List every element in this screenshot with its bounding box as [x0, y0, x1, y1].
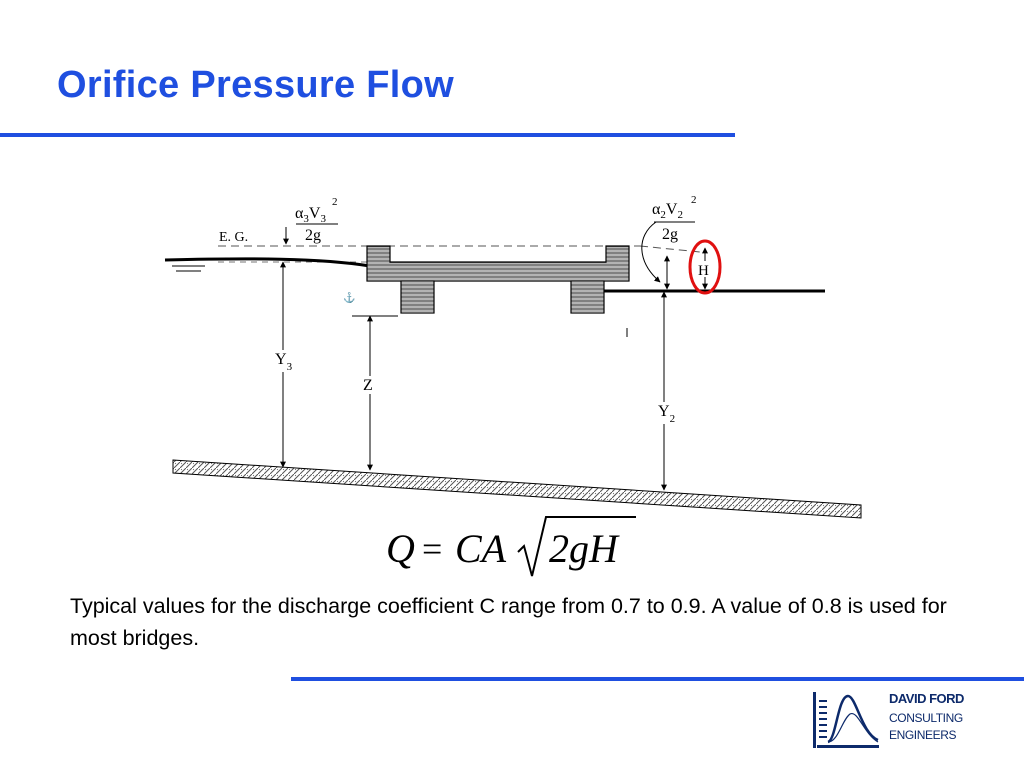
discharge-coefficient-note: Typical values for the discharge coeffic… — [70, 594, 947, 650]
orifice-flow-diagram: ⚓ E. G. α3V3 2 2g α2V2 2 2g H Y3 — [164, 194, 862, 577]
head-label: H — [698, 263, 709, 279]
equation-equals: = — [422, 529, 442, 569]
downstream-depth-label: Y — [658, 403, 670, 420]
svg-text:2g: 2g — [662, 226, 678, 243]
downstream-depth-dimension: Y2 — [656, 291, 682, 491]
head-difference: H — [688, 239, 722, 295]
equation-lhs: Q — [386, 526, 415, 571]
svg-text:Y3: Y3 — [275, 351, 293, 373]
equation-coefficient: CA — [455, 526, 507, 571]
square-root-sign — [517, 516, 636, 577]
svg-text:2g: 2g — [305, 227, 321, 244]
bridge-structure — [366, 245, 630, 314]
footer-rule — [291, 677, 1024, 681]
hydrograph-logo-icon — [813, 692, 879, 748]
svg-text:α3V3: α3V3 — [295, 205, 326, 225]
svg-text:Y2: Y2 — [658, 403, 675, 425]
low-chord-dimension: Z — [352, 315, 398, 471]
downstream-alpha: α — [652, 201, 661, 218]
svg-text:2: 2 — [691, 194, 697, 206]
upstream-water-surface — [164, 257, 371, 272]
downstream-velocity-head: α2V2 2 2g — [641, 194, 697, 283]
svg-text:α2V2: α2V2 — [652, 201, 683, 221]
equation-radicand: 2gH — [549, 526, 620, 571]
logo-tagline-consulting: CONSULTING — [889, 711, 963, 725]
channel-bed — [172, 459, 862, 519]
logo-company-name: DAVID FORD — [889, 691, 964, 706]
head-highlight-circle — [688, 239, 722, 295]
bridge-pier-left — [400, 280, 435, 314]
upstream-velocity-head: α3V3 2 2g — [295, 196, 338, 244]
bridge-pier-right — [570, 280, 605, 314]
title-underline-rule — [0, 133, 735, 137]
upstream-depth-dimension: Y3 — [273, 261, 297, 468]
svg-text:Q: Q — [386, 526, 415, 571]
low-chord-label: Z — [363, 377, 373, 394]
upstream-alpha: α — [295, 205, 304, 222]
slide-title: Orifice Pressure Flow — [57, 64, 455, 106]
company-logo: DAVID FORD CONSULTING ENGINEERS — [812, 690, 964, 750]
svg-text:2: 2 — [332, 196, 338, 208]
orifice-equation: Q = CA 2gH — [386, 516, 636, 577]
anchor-mark-glyph: ⚓ — [343, 291, 355, 304]
energy-grade-label: E. G. — [219, 230, 248, 245]
upstream-depth-label: Y — [275, 351, 287, 368]
logo-tagline-engineers: ENGINEERS — [889, 728, 957, 742]
